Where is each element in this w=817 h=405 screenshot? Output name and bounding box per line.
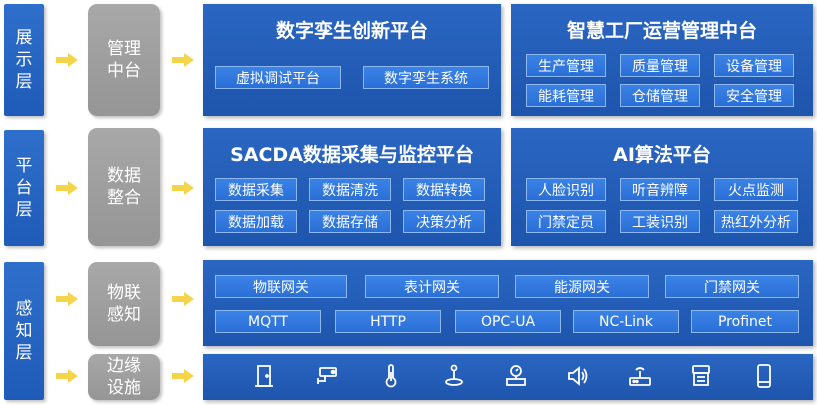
module-chip: 决策分析	[403, 210, 485, 233]
module-chip: 人脸识别	[526, 178, 606, 201]
speaker-icon	[565, 363, 591, 389]
gateway-chip: 物联网关	[215, 275, 347, 298]
module-chip: 数据转换	[403, 178, 485, 201]
panel-title: 智慧工厂运营管理中台	[566, 20, 757, 42]
module-chip: 火点监测	[714, 178, 798, 201]
layer-perception: 感知层	[4, 262, 44, 400]
panel-title: 数字孪生创新平台	[275, 20, 428, 42]
module-chip: 仓储管理	[620, 84, 700, 107]
arrow-right-icon	[172, 369, 194, 383]
flow-meter-icon	[503, 363, 529, 389]
panel-smart-factory: 智慧工厂运营管理中台 生产管理 质量管理 设备管理 能耗管理 仓储管理 安全管理	[511, 4, 813, 116]
arrow-right-icon	[56, 181, 78, 195]
camera-icon	[314, 363, 340, 389]
panel-title: SACDA数据采集与监控平台	[230, 144, 474, 166]
panel-digital-twin: 数字孪生创新平台 虚拟调试平台 数字孪生系统	[203, 4, 501, 116]
mid-iot-perception: 物联感知	[88, 262, 160, 346]
gateway-chip: 表计网关	[365, 275, 499, 298]
level-sensor-icon	[441, 363, 467, 389]
module-chip: 安全管理	[714, 84, 794, 107]
arrow-right-icon	[56, 292, 78, 306]
module-chip: 数据清洗	[309, 178, 391, 201]
layer-display: 展示层	[4, 4, 44, 116]
arrow-right-icon	[56, 53, 78, 67]
panel-iot: 物联网关 表计网关 能源网关 门禁网关 MQTT HTTP OPC-UA NC-…	[203, 260, 813, 346]
gateway-chip: 能源网关	[515, 275, 649, 298]
protocol-chip: Profinet	[691, 310, 799, 333]
panel-scada: SACDA数据采集与监控平台 数据采集 数据清洗 数据转换 数据加载 数据存储 …	[203, 128, 501, 246]
module-chip: 热红外分析	[714, 210, 798, 233]
panel-ai: AI算法平台 人脸识别 听音辨障 火点监测 门禁定员 工装识别 热红外分析	[511, 128, 813, 246]
arrow-right-icon	[56, 369, 78, 383]
module-chip: 设备管理	[714, 54, 794, 77]
arrow-right-icon	[172, 181, 194, 195]
module-chip: 生产管理	[526, 54, 606, 77]
module-chip: 工装识别	[620, 210, 700, 233]
module-chip: 数据存储	[309, 210, 391, 233]
phone-icon	[751, 363, 777, 389]
router-icon	[627, 363, 653, 389]
module-chip: 门禁定员	[526, 210, 606, 233]
gateway-chip: 门禁网关	[665, 275, 799, 298]
arrow-right-icon	[172, 292, 194, 306]
protocol-chip: OPC-UA	[455, 310, 561, 333]
thermometer-icon	[378, 363, 404, 389]
mid-management: 管理中台	[88, 4, 160, 116]
module-chip: 质量管理	[620, 54, 700, 77]
mid-edge-facilities: 边缘设施	[88, 354, 160, 400]
mid-data-integration: 数据整合	[88, 128, 160, 246]
module-chip: 数据加载	[215, 210, 297, 233]
protocol-chip: NC-Link	[573, 310, 679, 333]
module-chip: 数据采集	[215, 178, 297, 201]
module-chip: 虚拟调试平台	[215, 66, 341, 89]
door-icon	[251, 363, 277, 389]
panel-edge-devices	[203, 354, 813, 400]
module-chip: 听音辨障	[620, 178, 700, 201]
protocol-chip: HTTP	[335, 310, 441, 333]
module-chip: 数字孪生系统	[363, 66, 489, 89]
terminal-icon	[688, 363, 714, 389]
arrow-right-icon	[172, 53, 194, 67]
panel-title: AI算法平台	[613, 144, 711, 166]
layer-platform: 平台层	[4, 130, 44, 246]
protocol-chip: MQTT	[215, 310, 321, 333]
module-chip: 能耗管理	[526, 84, 606, 107]
